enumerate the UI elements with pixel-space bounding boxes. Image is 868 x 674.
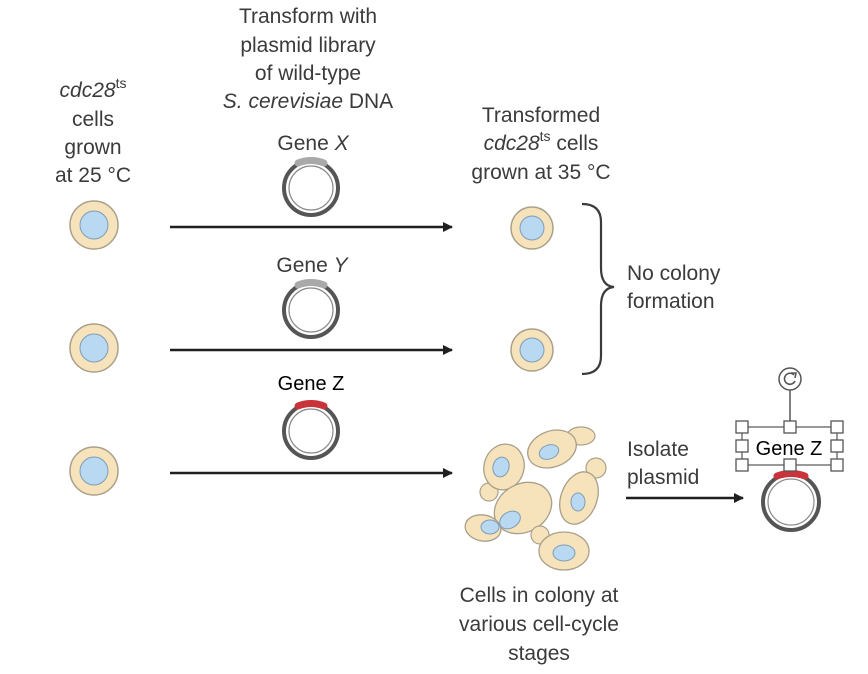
plasmid-gene-z — [282, 400, 340, 460]
isolate-line2: plasmid — [627, 466, 699, 489]
selected-text-box[interactable]: Gene Z — [735, 367, 844, 472]
gene-y-label: Gene Y — [276, 254, 349, 277]
cell-left-1 — [69, 200, 119, 250]
colony-caption-line1: Cells in colony at — [460, 584, 619, 607]
transform-line2: plasmid library — [240, 34, 376, 57]
colony-cell-5 — [530, 525, 590, 571]
resize-handle-br[interactable] — [830, 458, 844, 472]
plasmid-gene-x — [282, 157, 340, 217]
isolated-plasmid — [761, 470, 821, 532]
colony — [464, 426, 607, 571]
resize-handle-ml[interactable] — [735, 439, 749, 453]
colony-cell-4 — [464, 481, 553, 542]
colony-cell-1 — [479, 443, 525, 502]
isolate-line1: Isolate — [627, 438, 689, 461]
selected-text-label[interactable]: Gene Z — [756, 438, 823, 460]
rotate-handle[interactable] — [778, 367, 802, 391]
left-label-line2: cells — [72, 108, 114, 131]
left-cells-label: cdc28ts cells grown at 25 °C — [55, 75, 131, 187]
gene-z-label: Gene Z — [278, 373, 345, 395]
transform-line3: of wild-type — [255, 62, 361, 85]
resize-handle-mr[interactable] — [830, 439, 844, 453]
resize-handle-bl[interactable] — [735, 458, 749, 472]
transformed-line3: grown at 35 °C — [471, 161, 610, 184]
resize-handle-tc[interactable] — [783, 420, 797, 434]
left-label-line3: grown — [64, 136, 121, 159]
resize-handle-tl[interactable] — [735, 420, 749, 434]
transform-label: Transform with plasmid library of wild-t… — [223, 5, 393, 113]
colony-caption-line2: various cell-cycle — [459, 613, 619, 636]
transform-line1: Transform with — [239, 5, 377, 28]
colony-caption-line3: stages — [508, 642, 570, 665]
colony-cell-3 — [559, 457, 607, 525]
plasmid-gene-y — [282, 279, 340, 339]
cell-left-2 — [69, 323, 119, 373]
gene-x-label: Gene X — [277, 132, 349, 155]
transformed-line2: cdc28ts cells — [484, 128, 599, 155]
no-colony-line1: No colony — [627, 262, 721, 285]
left-label-line1: cdc28ts — [60, 75, 127, 102]
transformed-line1: Transformed — [482, 104, 600, 127]
no-colony-line2: formation — [627, 290, 715, 313]
colony-cell-2 — [527, 426, 596, 469]
cell-right-2 — [510, 328, 554, 372]
brace — [581, 202, 615, 376]
transformed-cells-label: Transformed cdc28ts cells grown at 35 °C — [471, 104, 610, 184]
resize-handle-bc[interactable] — [783, 458, 797, 472]
transform-line4: S. cerevisiae DNA — [223, 90, 393, 113]
resize-handle-tr[interactable] — [830, 420, 844, 434]
cell-right-1 — [510, 206, 554, 250]
cell-left-3 — [69, 446, 119, 496]
left-label-line4: at 25 °C — [55, 164, 131, 187]
